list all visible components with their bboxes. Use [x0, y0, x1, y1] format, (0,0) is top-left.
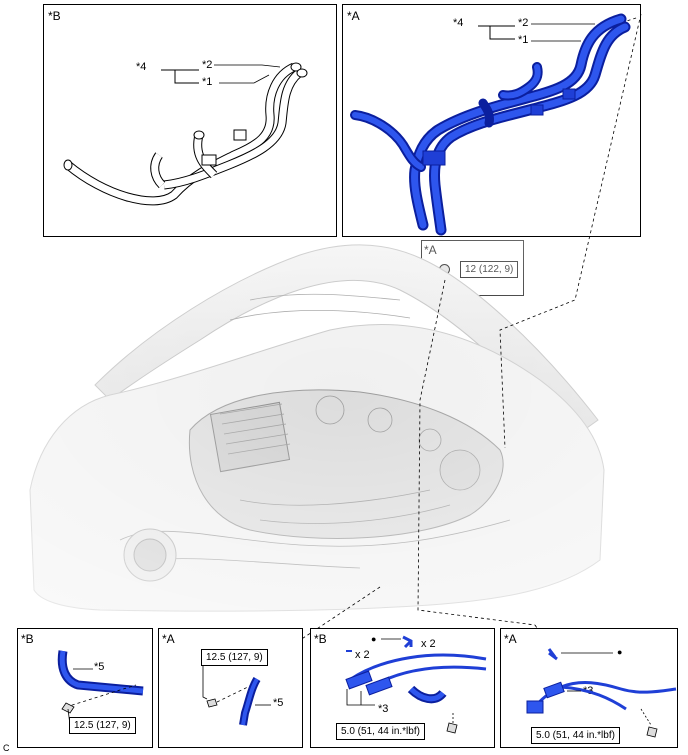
hose-outline-drawing	[63, 62, 308, 206]
marker-dot: ●	[617, 647, 623, 657]
panel-bottom-3: *B ● x 2 x 2 *3 5.0 (51, 44 in.*lbf)	[310, 628, 495, 748]
torque-spec: 12.5 (127, 9)	[201, 649, 268, 666]
quantity-label: x 2	[421, 638, 436, 650]
torque-spec: 12.5 (127, 9)	[69, 717, 136, 734]
quantity-label: x 2	[355, 649, 370, 661]
hose-clip-drawing	[202, 665, 271, 726]
callout-4: *4	[136, 61, 147, 73]
panel-label: *A	[347, 9, 360, 23]
callout-5: *5	[94, 661, 105, 673]
panel-label: *A	[162, 632, 175, 646]
callout-2: *2	[202, 59, 213, 71]
panel-label: *A	[424, 243, 437, 257]
panel-nut-callout: *A 12 (122, 9)	[421, 240, 524, 296]
panel-bottom-1: *B *5 12.5 (127, 9)	[17, 628, 153, 748]
hose-clip-drawing	[57, 650, 144, 726]
torque-spec: 5.0 (51, 44 in.*lbf)	[531, 727, 620, 744]
hose-assembly-blue	[350, 13, 640, 236]
figure-code: C	[3, 743, 10, 753]
marker-dot: ●	[371, 634, 377, 644]
callout-1: *1	[202, 76, 213, 88]
panel-bottom-4: *A ● *3 5.0 (51, 44 in.*lbf)	[500, 628, 678, 748]
sensor-harness-drawing	[345, 635, 487, 734]
panel-top-left: *B *4 *2 *1	[43, 4, 337, 237]
torque-spec: 12 (122, 9)	[460, 261, 519, 278]
callout-3: *3	[378, 703, 389, 715]
callout-4: *4	[453, 17, 464, 29]
panel-label: *A	[504, 632, 517, 646]
torque-spec: 5.0 (51, 44 in.*lbf)	[336, 723, 425, 740]
panel-label: *B	[21, 632, 34, 646]
panel-bottom-2: *A 12.5 (127, 9) *5	[158, 628, 303, 748]
panel-label: *B	[314, 632, 327, 646]
nut-icon	[439, 264, 450, 275]
sensor-harness-drawing	[526, 648, 677, 738]
callout-5: *5	[273, 697, 284, 709]
panel-label: *B	[48, 9, 61, 23]
panel-top-right: *A *4 *2 *1	[342, 4, 641, 237]
